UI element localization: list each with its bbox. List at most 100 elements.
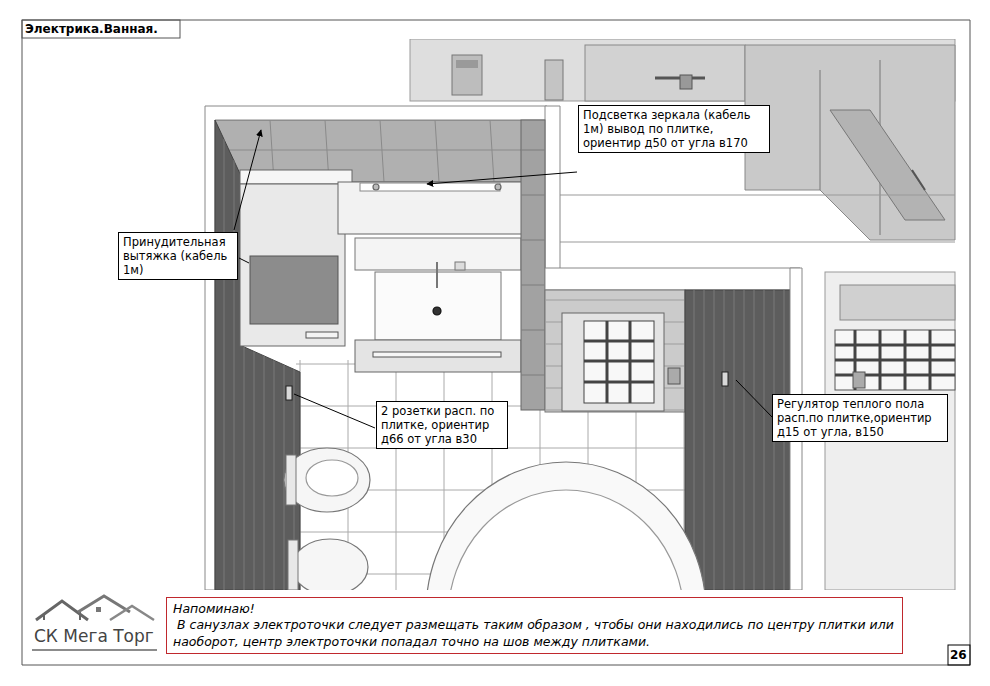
wall-tile-joint [224,139,225,590]
door-frame [562,313,664,411]
door-lock [680,75,692,89]
bidet [284,448,370,512]
wall-tile-joint [724,290,725,590]
company-logo [32,596,157,650]
callout-box: Подсветка зеркала (кабель 1м) вывод по п… [578,105,770,153]
wall-tile-joint [234,160,235,590]
regulator-symbol [722,372,728,386]
wall-tile-joint [264,356,265,590]
lamp [373,184,379,190]
drawing-part [294,394,375,428]
cabinet-top [240,170,352,184]
drawing-part [110,606,154,620]
wall-tile-joint [521,195,545,196]
wall-tile-joint [694,290,695,590]
wall-tile-joint [274,360,275,590]
wall-tiles [521,120,545,410]
callout-box: Принудительная вытяжка (кабель 1м) [118,232,238,280]
page-number: 26 [950,648,967,662]
wall-tile-joint [704,290,705,590]
drawing-part [22,20,180,38]
mirror [338,182,525,234]
wall-top [545,268,800,290]
drain [433,307,441,315]
leader-lines [234,130,773,428]
faucet [436,262,438,288]
door [585,45,745,101]
wall-tile-joint [254,351,255,590]
wardrobe-seam [820,70,821,190]
wall-tile-joint [744,290,745,590]
window-bar [584,340,654,343]
wall-box [456,60,478,68]
wall-tile-joint [714,290,715,590]
note-text: В санузлах электроточки следует размещат… [173,617,896,650]
wall-top [545,106,560,270]
callout-box: 2 розетки расп. по плитке, ориентир д66 … [376,401,508,449]
wardrobe-door [830,110,945,220]
vanity-handle [373,352,501,357]
wall-tile-joint [545,300,685,301]
window-bar [584,381,654,384]
wall-tile-joint [734,290,735,590]
wall-box [452,55,482,95]
drawing-part [234,130,261,230]
wall-tile-joint [521,330,545,331]
drawing-part [22,20,23,665]
drawing-part [32,649,157,651]
drawing-part [96,607,101,612]
drawing-part [239,258,249,263]
light-fixture [853,372,865,388]
wall-tile-joint [764,290,765,590]
callout-text: 2 розетки расп. по плитке, ориентир д66 … [381,404,503,446]
window-bar [584,360,654,363]
bidet-bowl [306,460,358,496]
partition-tiles [545,290,685,412]
window-bar [835,359,955,362]
drawing-part [22,665,970,666]
wall-tile-joint [244,347,245,590]
wardrobe [745,45,955,240]
cabinet-handle [306,332,338,338]
company-name: СК Мега Торг [34,626,154,646]
cabinet-glass [250,256,338,324]
callout-text: Подсветка зеркала (кабель 1м) вывод по п… [583,108,765,150]
callout-box: Регулятор теплого пола расп.по плитке,ор… [772,394,948,442]
wall-tile-joint [521,150,545,151]
callout-text: Принудительная вытяжка (кабель 1м) [123,235,233,277]
drawing-part [78,596,130,612]
wall-tile-joint [435,120,439,182]
next-room-wall [840,285,955,320]
wall-box [545,60,563,100]
drawing-part [44,612,80,620]
light-fixture [668,368,680,384]
wall-tile-joint [521,375,545,376]
toilet-back [288,540,298,590]
wall-tile-joint [490,120,494,182]
wall-edge [558,195,955,196]
callout-text: Регулятор теплого пола расп.по плитке,ор… [777,397,943,439]
wall-tile-joint [521,285,545,286]
toilet [292,539,368,590]
socket-symbol [286,386,292,400]
drawing-part [970,20,971,665]
note-heading: Напоминаю! [173,601,896,617]
scene [205,39,955,590]
floor-tile-joint [396,360,397,590]
bathtub-inner [448,490,684,590]
drawing-part [736,380,773,418]
wall-tile-joint [380,120,384,182]
window-bar [835,344,955,347]
wall-tile-joint [521,240,545,241]
drawing-part [948,645,970,665]
bidet-back [286,455,296,505]
door-window [835,330,955,390]
faucet-base [455,262,465,270]
wall-tile-joint [215,150,545,151]
door-window [584,321,654,403]
lamp [495,184,501,190]
wall-tile-joint [754,290,755,590]
page-title: Электрика.Ванная. [25,22,158,36]
